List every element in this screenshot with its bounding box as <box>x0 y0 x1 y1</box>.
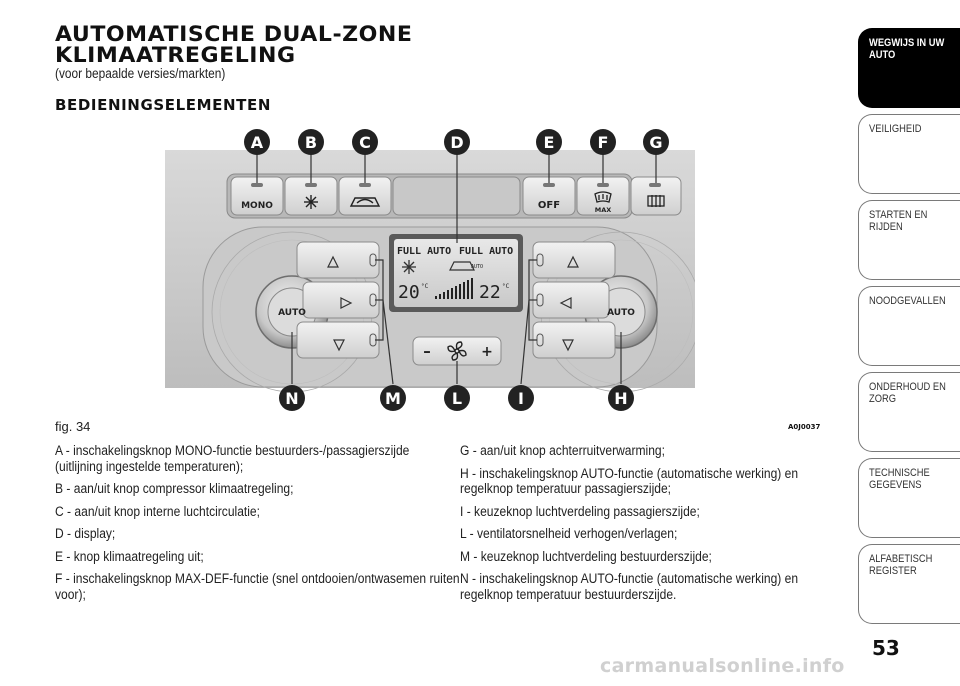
display-full-auto-left: FULL AUTO <box>397 246 451 257</box>
page-title: AUTOMATISCHE DUAL-ZONE KLIMAATREGELING <box>55 24 412 66</box>
description-item: N - inschakelingsknop AUTO-functie (auto… <box>460 571 799 602</box>
callout-l <box>444 385 470 411</box>
right-knob-label: AUTO <box>607 308 635 318</box>
description-item: I - keuzeknop luchtverdeling passagiersz… <box>460 503 700 519</box>
left-knob-label: AUTO <box>278 308 306 318</box>
display-unit-right: °C <box>502 283 510 290</box>
display-unit-left: °C <box>421 283 429 290</box>
description-item: C - aan/uit knop interne luchtcirculatie… <box>55 503 260 519</box>
callout-b <box>298 129 324 155</box>
page-subtitle: (voor bepaalde versies/markten) <box>55 66 226 81</box>
tab-label: VEILIGHEID <box>869 123 922 135</box>
watermark: carmanualsonline.info <box>600 655 845 677</box>
callout-e <box>536 129 562 155</box>
section-heading: BEDIENINGSELEMENTEN <box>55 96 271 114</box>
page-number: 53 <box>872 636 900 660</box>
callout-h-label: H <box>614 389 627 408</box>
description-item: L - ventilatorsnelheid verhogen/verlagen… <box>460 526 678 541</box>
tab-noodgevallen[interactable]: NOODGEVALLEN <box>858 286 960 366</box>
title-line-2: KLIMAATREGELING <box>55 43 296 67</box>
right-airflow-down-button[interactable] <box>532 321 616 359</box>
display-auto-label: AUTO <box>471 264 483 270</box>
recirculation-display-icon <box>449 261 475 271</box>
callout-b-label: B <box>305 133 317 152</box>
description-item: E - knop klimaatregeling uit; <box>55 548 204 564</box>
display-temp-left: 20 <box>398 282 420 303</box>
callout-d-label: D <box>450 133 463 152</box>
description-column-left: A - inschakelingsknop MONO-functie bestu… <box>55 443 460 609</box>
description-item: M - keuzeknop luchtverdeling bestuurders… <box>460 548 712 564</box>
fan-display-icon <box>402 260 416 274</box>
callout-a-label: A <box>251 133 264 152</box>
tab-veiligheid[interactable]: VEILIGHEID <box>858 114 960 194</box>
max-label: MAX <box>595 206 612 214</box>
callout-m <box>380 385 406 411</box>
left-airflow-up-button[interactable] <box>296 241 380 279</box>
callout-i-label: I <box>518 389 524 408</box>
tab-label: WEGWIJS IN UW AUTO <box>869 37 945 61</box>
description-item: D - display; <box>55 526 116 541</box>
recirculation-icon <box>349 197 381 207</box>
windshield-defrost-icon <box>594 191 612 203</box>
callout-a <box>244 129 270 155</box>
tab-label: NOODGEVALLEN <box>869 295 946 307</box>
callout-l-label: L <box>452 389 462 408</box>
description-item: A - inschakelingsknop MONO-functie bestu… <box>55 443 410 474</box>
figure-code: A0J0037 <box>788 423 821 431</box>
tab-wegwijs[interactable]: WEGWIJS IN UW AUTO <box>858 28 960 108</box>
title-line-1: AUTOMATISCHE DUAL-ZONE <box>55 22 413 46</box>
tab-onderhoud[interactable]: ONDERHOUD EN ZORG <box>858 372 960 452</box>
display-full-auto-right: FULL AUTO <box>459 246 513 257</box>
fan-icon <box>447 341 467 361</box>
display-temp-right: 22 <box>479 282 501 303</box>
description-item: F - inschakelingsknop MAX-DEF-functie (s… <box>55 571 460 602</box>
callout-n-label: N <box>285 389 298 408</box>
snowflake-icon <box>304 195 318 209</box>
tab-starten[interactable]: STARTEN EN RIJDEN <box>858 200 960 280</box>
callout-f <box>590 129 616 155</box>
description-item: B - aan/uit knop compressor klimaatregel… <box>55 481 294 496</box>
callout-h <box>608 385 634 411</box>
callout-i <box>508 385 534 411</box>
figure-caption: fig. 34 <box>55 419 91 434</box>
callout-f-label: F <box>598 133 609 152</box>
climate-display <box>394 239 518 307</box>
description-item: H - inschakelingsknop AUTO-functie (auto… <box>460 465 799 497</box>
climate-control-figure: A B C D E F G N M L I H MONO OFF MAX AUT… <box>165 122 695 417</box>
tab-label: TECHNISCHE GEGEVENS <box>869 467 930 491</box>
tab-label: STARTEN EN RIJDEN <box>869 209 928 233</box>
callout-m-label: M <box>385 389 401 408</box>
rear-defrost-icon <box>647 195 665 207</box>
climate-panel-illustration: A B C D E F G N M L I H MONO OFF MAX AUT… <box>165 122 695 417</box>
callout-n <box>279 385 305 411</box>
description-column-right: G - aan/uit knop achterruitverwarming; H… <box>460 443 840 609</box>
tab-label: ONDERHOUD EN ZORG <box>869 381 946 405</box>
callout-g-label: G <box>649 133 662 152</box>
description-item: G - aan/uit knop achterruitverwarming; <box>460 443 665 458</box>
mono-label: MONO <box>241 201 273 211</box>
tab-alfabetisch-register[interactable]: ALFABETISCH REGISTER <box>858 544 960 624</box>
callout-c <box>352 129 378 155</box>
tab-technische-gegevens[interactable]: TECHNISCHE GEGEVENS <box>858 458 960 538</box>
callout-d <box>444 129 470 155</box>
tab-label: ALFABETISCH REGISTER <box>869 553 933 577</box>
fan-plus-label: + <box>481 344 493 360</box>
off-label: OFF <box>538 200 560 211</box>
callout-g <box>643 129 669 155</box>
callout-e-label: E <box>544 133 555 152</box>
fan-minus-label: – <box>423 342 431 360</box>
callout-c-label: C <box>359 133 371 152</box>
